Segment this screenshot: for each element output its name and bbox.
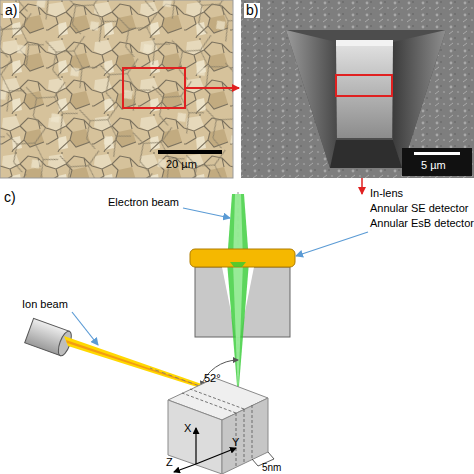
detector-pointer <box>361 178 363 194</box>
fib-sem-schematic <box>25 192 295 474</box>
dimension-label: 5nm <box>262 462 281 473</box>
panel-letter: a) <box>3 3 19 18</box>
beam-label: Ion beam <box>22 298 68 310</box>
detector-name: Annular SE detector <box>370 202 468 214</box>
beam-label: Electron beam <box>108 196 179 208</box>
panel-letter: b) <box>244 3 260 18</box>
axis-label: X <box>184 422 191 434</box>
label-pointer <box>296 232 368 256</box>
label-pointer <box>183 208 230 218</box>
scale-bar-label: 20 µm <box>166 158 197 170</box>
panel-letter: c) <box>4 190 16 205</box>
detector-name: Annular EsB detector <box>370 217 474 229</box>
sem-image <box>241 0 474 178</box>
detector-name: In-lens <box>370 187 403 199</box>
zoom-arrow <box>186 87 239 89</box>
axis-label: Z <box>166 456 173 468</box>
axis-label: Y <box>232 436 239 448</box>
scale-bar-label: 5 µm <box>421 159 446 171</box>
label-pointer <box>72 312 98 345</box>
angle-label: 52° <box>204 372 221 384</box>
